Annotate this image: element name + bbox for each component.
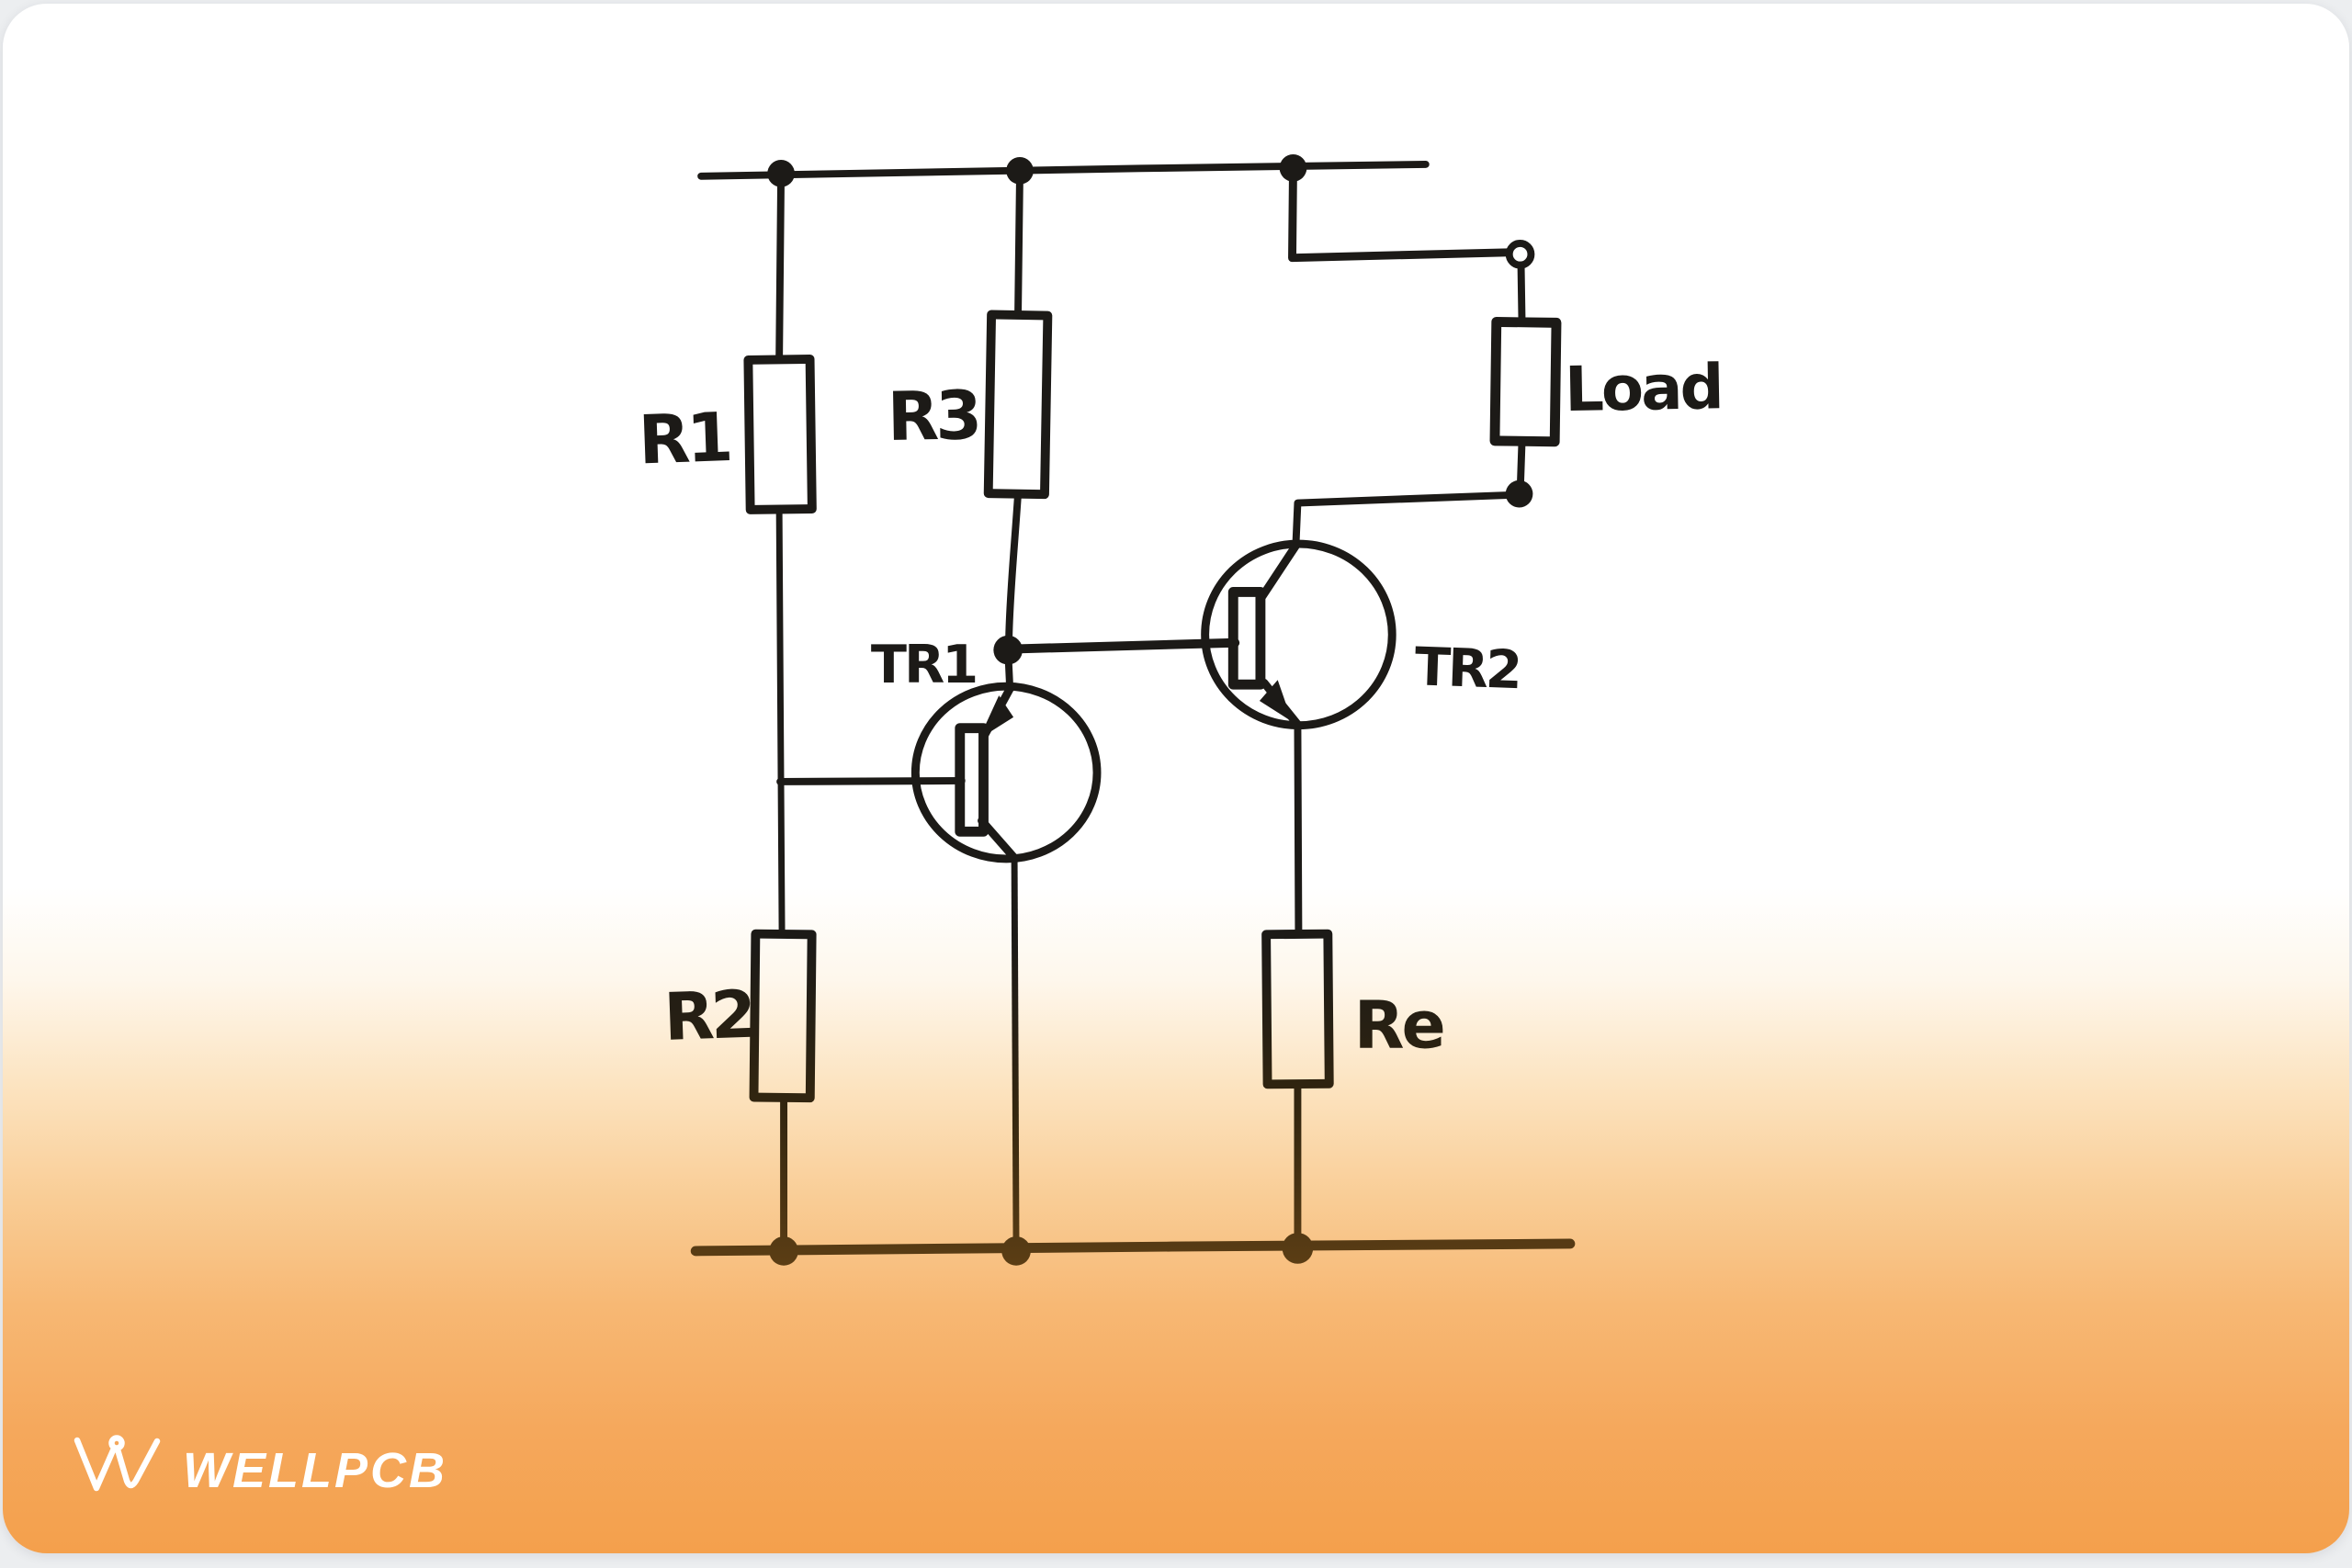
ground-rail: [690, 1238, 1576, 1257]
transistor-tr1-circle: [910, 682, 1102, 863]
supply-rail: [697, 160, 1430, 180]
label-r1: R1: [637, 399, 730, 479]
tr1-base-wire: [776, 777, 966, 785]
r3-junction-wire: [1005, 490, 1022, 641]
resistor-r3-top-lead: [1014, 167, 1023, 319]
tr1-tr2-base-wire: [1003, 637, 1240, 654]
tr1-emitter-wire: [1011, 854, 1020, 1255]
load-drop-wire: [1288, 164, 1513, 263]
r1-r2-wire: [775, 506, 786, 938]
resistor-r1-top-lead: [775, 170, 786, 364]
junction-dot-supply-load: [1279, 154, 1307, 182]
junction-dot-ground-r2: [769, 1236, 798, 1266]
junction-dot-ground-tr1: [1001, 1236, 1031, 1266]
label-r2: R2: [662, 976, 753, 1055]
wellpcb-logo: WELLPCB: [73, 1423, 447, 1506]
resistor-re-body: [1261, 929, 1334, 1089]
label-tr1: TR1: [871, 634, 976, 695]
tr1-lower-lead: [978, 817, 1019, 863]
image-card: R1 R3 TR1 TR2 Load R2 Re WELLPCB: [3, 4, 2349, 1553]
wellpcb-w-logo-icon: [74, 1435, 161, 1492]
load-resistor-body: [1489, 317, 1562, 447]
transistor-tr1-base-bar: [955, 723, 989, 837]
label-load: Load: [1564, 351, 1722, 425]
label-re: Re: [1354, 987, 1443, 1064]
tr1-arrow: [978, 695, 1014, 739]
resistor-r2-body: [749, 929, 817, 1103]
resistor-r3-body: [983, 310, 1053, 500]
circuit-schematic: R1 R3 TR1 TR2 Load R2 Re: [637, 154, 1722, 1266]
junction-dot-load-tr2: [1505, 479, 1533, 508]
label-tr2: TR2: [1414, 636, 1521, 701]
tr2-emitter-wire: [1294, 720, 1303, 938]
load-top-lead: [1517, 261, 1526, 326]
junction-dot-supply-r3: [1006, 157, 1034, 185]
junction-dot-ground-re: [1282, 1233, 1314, 1264]
junction-dot-supply-r1: [767, 159, 795, 187]
junction-dot-tr1-collector: [993, 635, 1023, 665]
tr2-arrow: [1259, 680, 1293, 722]
tr2-collector-lead: [1258, 541, 1300, 601]
wellpcb-logo-text: WELLPCB: [183, 1443, 447, 1498]
label-r3: R3: [887, 377, 979, 457]
resistor-r1-body: [743, 355, 817, 514]
tr2-collector-wire: [1292, 491, 1521, 548]
transistor-tr2-base-bar: [1227, 586, 1266, 690]
